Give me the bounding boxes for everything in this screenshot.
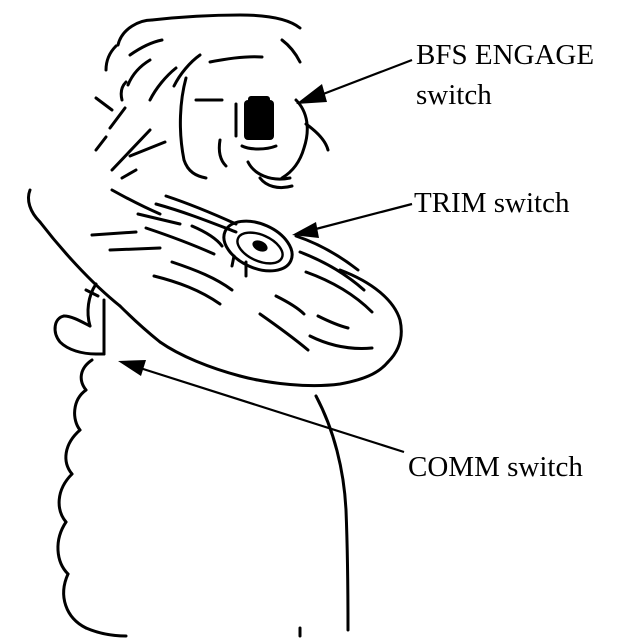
hand-controller-drawing (28, 15, 401, 636)
callout-labels: BFS ENGAGE switch TRIM switch COMM switc… (408, 39, 594, 483)
bfs-engage-arrow (296, 60, 412, 104)
trim-label: TRIM switch (414, 187, 570, 219)
bfs-engage-label-line2: switch (416, 79, 492, 111)
trim-arrow (292, 204, 412, 238)
controller-body-right (120, 236, 401, 386)
bfs-engage-label-line1: BFS ENGAGE (416, 39, 594, 71)
controller-body-top (28, 190, 236, 306)
controller-head (106, 15, 300, 100)
comm-arrow (118, 360, 404, 452)
comm-switch (55, 284, 104, 354)
comm-label: COMM switch (408, 451, 583, 483)
bfs-engage-switch (236, 96, 276, 149)
controller-head-left-edge (96, 98, 165, 178)
controller-grip (58, 360, 348, 636)
